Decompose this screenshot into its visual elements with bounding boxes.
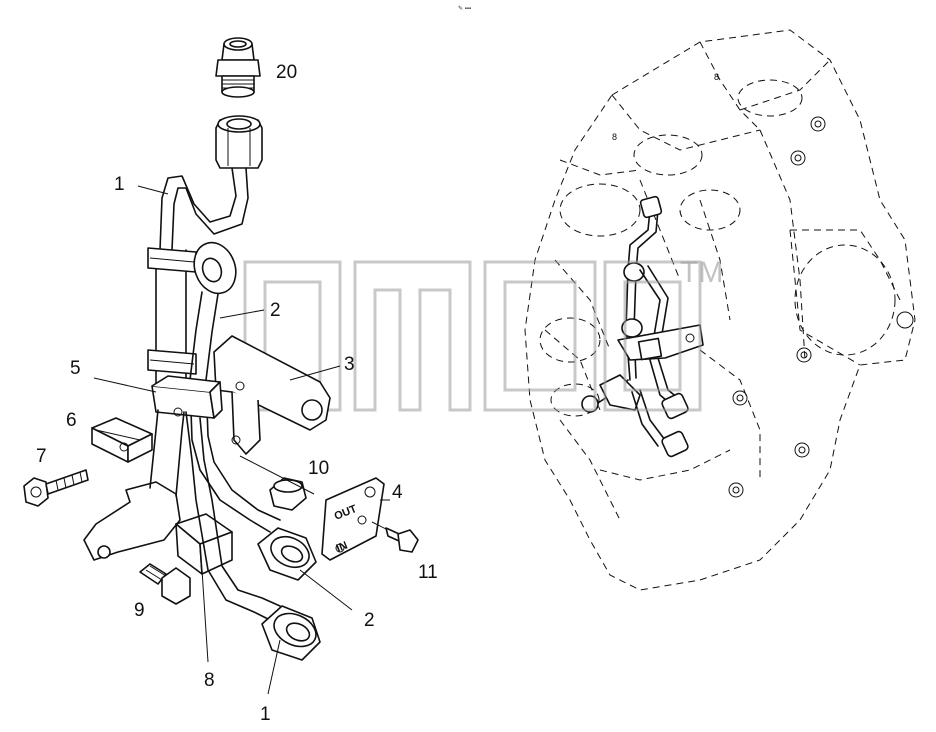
plate-in-label: IN [335, 540, 350, 555]
callout-9: 9 [134, 600, 145, 621]
pipe-assembly-1-lower [185, 411, 321, 661]
callout-3: 3 [344, 354, 355, 375]
pipe-assembly-1-upper [159, 115, 263, 251]
callout-1-upper: 1 [114, 174, 125, 195]
engine-block-illustration: 8 8 [524, 29, 916, 591]
callout-20: 20 [276, 62, 297, 83]
bracket-plate-3 [213, 335, 331, 455]
callout-8: 8 [204, 670, 215, 691]
lower-bracket [83, 409, 185, 561]
exploded-parts: OUT IN [23, 37, 419, 661]
plug-10 [269, 477, 307, 511]
label-plate-4: OUT IN [321, 477, 385, 561]
clamp-block-5 [151, 375, 223, 419]
rubber-pad-6 [91, 417, 153, 463]
watermark-tm: TM [680, 256, 723, 289]
callout-1-lower: 1 [260, 704, 271, 725]
callout-7: 7 [36, 446, 47, 467]
callout-numbers: 20 1 2 3 5 6 7 10 4 11 9 2 8 1 [36, 62, 438, 725]
block-mark-2: 8 [714, 72, 719, 82]
banjo-pipe-2 [189, 241, 281, 533]
block-mark-1: 8 [612, 132, 617, 142]
bolt-7 [23, 469, 89, 507]
header-mark: ✎ ▪▪▪ [458, 5, 471, 12]
callout-5: 5 [70, 358, 81, 379]
nut-2 [257, 527, 317, 581]
leader-lines [93, 185, 390, 695]
callout-6: 6 [66, 410, 77, 431]
bolt-11 [371, 521, 419, 553]
vertical-pipe [147, 247, 197, 391]
callout-10: 10 [308, 458, 329, 479]
callout-2-lower: 2 [364, 610, 375, 631]
installed-pipe-assembly [581, 195, 704, 458]
callout-11: 11 [418, 562, 438, 583]
callout-2-upper: 2 [270, 300, 281, 321]
bolt-9 [139, 563, 191, 605]
callout-4: 4 [392, 482, 403, 503]
adapter-fitting-20 [215, 37, 261, 98]
